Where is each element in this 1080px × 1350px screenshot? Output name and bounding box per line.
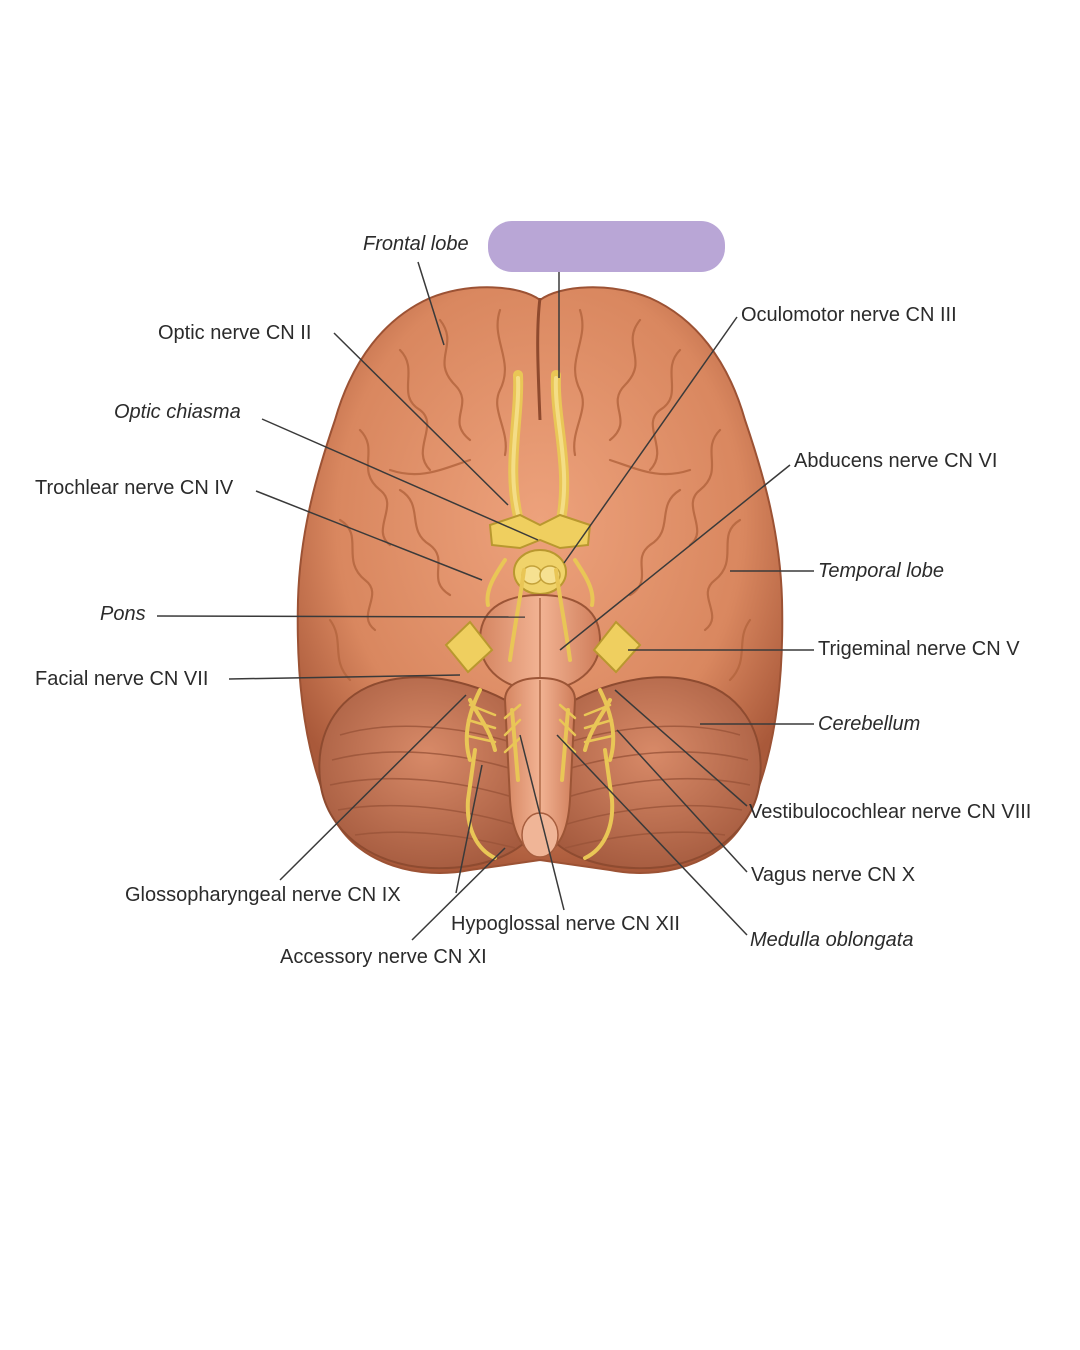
label-trigeminal-nerve: Trigeminal nerve CN V xyxy=(818,638,1020,660)
longitudinal-fissure xyxy=(536,297,542,421)
leader-lines xyxy=(156,261,814,941)
label-abducens-nerve: Abducens nerve CN VI xyxy=(794,450,998,472)
label-optic-chiasma: Optic chiasma xyxy=(114,401,241,423)
trigeminal-nerves xyxy=(444,620,642,674)
label-accessory-nerve: Accessory nerve CN XI xyxy=(280,946,487,968)
label-medulla-oblongata: Medulla oblongata xyxy=(750,929,914,951)
label-glossopharyngeal-nerve: Glossopharyngeal nerve CN IX xyxy=(125,884,401,906)
cerebellum-left xyxy=(318,676,536,870)
cerebellar-folia xyxy=(329,725,751,849)
label-oculomotor-nerve: Oculomotor nerve CN III xyxy=(741,304,957,326)
label-trochlear-nerve: Trochlear nerve CN IV xyxy=(35,477,234,499)
cranial-nerve-roots xyxy=(464,558,616,860)
label-temporal-lobe: Temporal lobe xyxy=(818,560,945,582)
gyri xyxy=(328,308,752,682)
label-optic-nerve: Optic nerve CN II xyxy=(158,322,312,344)
label-pons: Pons xyxy=(100,603,146,625)
label-vagus-nerve: Vagus nerve CN X xyxy=(751,864,916,886)
cerebellum-right xyxy=(544,676,762,870)
label-hypoglossal-nerve: Hypoglossal nerve CN XII xyxy=(451,913,680,935)
label-vestibulocochlear-nerve: Vestibulocochlear nerve CN VIII xyxy=(749,801,1032,823)
label-frontal-lobe: Frontal lobe xyxy=(363,233,469,255)
label-facial-nerve: Facial nerve CN VII xyxy=(35,668,209,690)
label-cover-box xyxy=(488,221,725,272)
label-cerebellum: Cerebellum xyxy=(818,713,921,735)
optic-chiasma-shape xyxy=(488,513,592,550)
